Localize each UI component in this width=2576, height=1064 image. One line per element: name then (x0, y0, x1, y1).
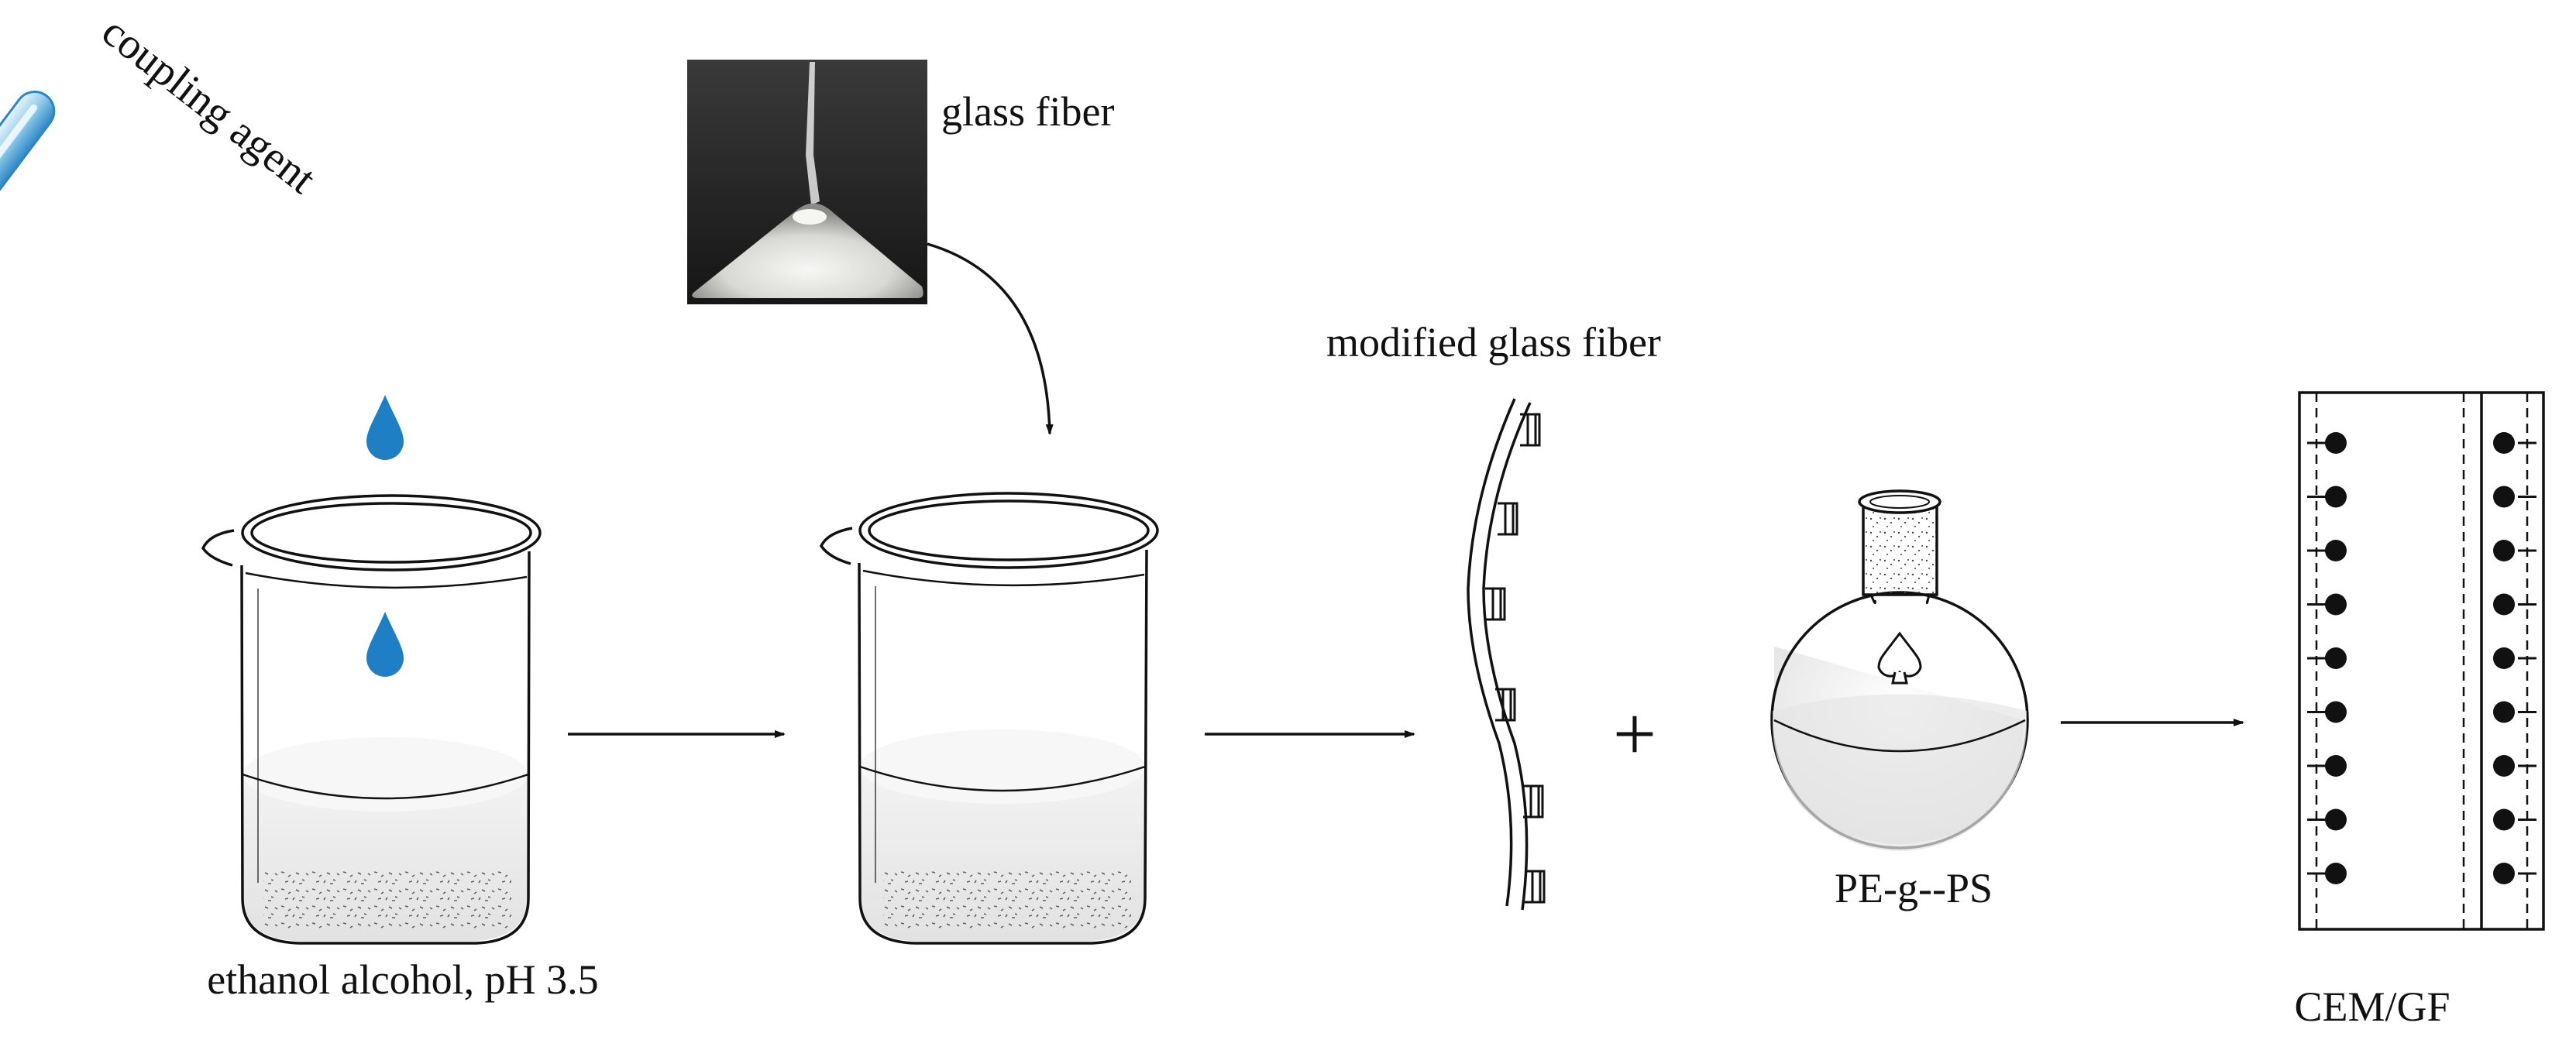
curved-arrow (927, 242, 1054, 435)
drop-icon (366, 612, 404, 677)
plus-sign: + (1613, 691, 1656, 777)
membrane-dot (2325, 701, 2347, 723)
membrane-dot (2325, 755, 2347, 777)
beaker-2 (819, 492, 1159, 945)
modified-fiber-icon (1467, 398, 1546, 911)
membrane-dot (2325, 647, 2347, 669)
ethanol-label: ethanol alcohol, pH 3.5 (207, 956, 598, 1003)
membrane-dot (2325, 863, 2347, 884)
coupling-agent-label: coupling agent (93, 7, 325, 203)
modified-glass-fiber-label: modified glass fiber (1326, 319, 1661, 366)
membrane-dot (2493, 486, 2515, 508)
membrane-dot (2493, 432, 2515, 454)
glass-fiber-label: glass fiber (941, 88, 1114, 135)
test-tube-icon (0, 91, 56, 361)
flask-icon (1770, 489, 2029, 851)
membrane-dot (2325, 593, 2347, 616)
pe-g-ps-label: PE-g--PS (1835, 865, 1993, 911)
membrane-dot (2325, 486, 2347, 508)
membrane-dot (2493, 863, 2515, 884)
cem-gf-label: CEM/GF (2294, 983, 2450, 1030)
membrane-dot (2493, 593, 2515, 616)
membrane-dot (2325, 540, 2347, 561)
membrane-dot (2325, 808, 2347, 831)
membrane-icon (2298, 391, 2545, 931)
membrane-dot (2493, 808, 2515, 831)
drop-icon (366, 395, 404, 460)
membrane-dots (2307, 432, 2536, 884)
membrane-dot (2325, 432, 2347, 454)
membrane-dot (2493, 647, 2515, 669)
membrane-dot (2493, 701, 2515, 723)
membrane-dot (2493, 540, 2515, 561)
beaker-1 (201, 494, 542, 945)
membrane-dot (2493, 755, 2515, 777)
glass-fiber-photo (687, 60, 927, 304)
